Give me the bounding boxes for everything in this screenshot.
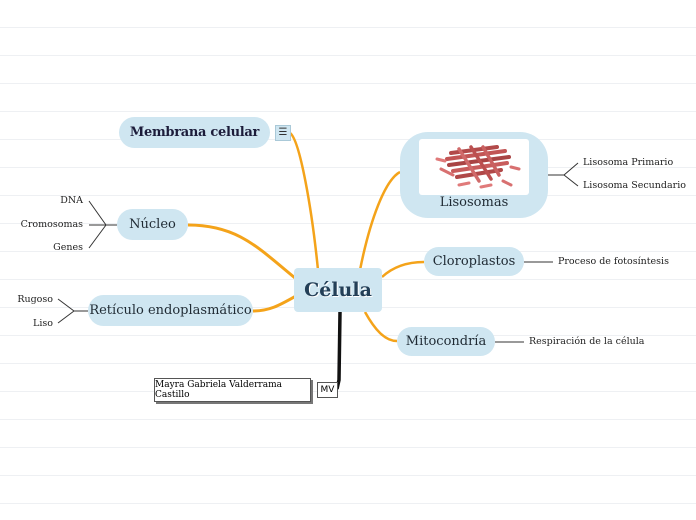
topic-reticulo-label: Retículo endoplasmático (89, 303, 252, 318)
leaf-rugoso[interactable]: Rugoso (17, 294, 53, 305)
topic-cloroplastos-label: Cloroplastos (432, 254, 516, 269)
author-initials-badge[interactable]: MV (317, 382, 338, 398)
topic-mitocondria[interactable]: Mitocondría (397, 327, 495, 356)
topic-nucleo-label: Núcleo (129, 217, 176, 232)
author-box[interactable]: Mayra Gabriela Valderrama Castillo (154, 378, 311, 402)
topic-lisosomas[interactable]: Lisosomas (400, 132, 548, 218)
leaf-respiracion[interactable]: Respiración de la célula (529, 336, 645, 347)
leaf-dna[interactable]: DNA (60, 195, 83, 206)
leaf-liso[interactable]: Liso (33, 318, 53, 329)
topic-cloroplastos[interactable]: Cloroplastos (424, 247, 524, 276)
leaf-genes[interactable]: Genes (53, 242, 83, 253)
connector-author (335, 311, 342, 390)
connector-cloroplastos (381, 260, 425, 278)
connector-nucleo (187, 223, 301, 284)
author-name: Mayra Gabriela Valderrama Castillo (155, 380, 282, 400)
leaf-lisosoma-primario[interactable]: Lisosoma Primario (583, 157, 674, 168)
central-topic-label: Célula (304, 279, 372, 301)
topic-mitocondria-label: Mitocondría (405, 334, 487, 349)
note-icon[interactable]: ☰ (275, 125, 291, 141)
topic-reticulo[interactable]: Retículo endoplasmático (88, 295, 253, 326)
lysosome-image (419, 139, 529, 195)
connector-reticulo (252, 294, 297, 313)
connector-mitocondria (363, 311, 398, 343)
connector-lisosomas (358, 170, 401, 271)
topic-membrana[interactable]: Membrana celular (119, 117, 270, 148)
topic-lisosomas-label: Lisosomas (439, 195, 509, 210)
leaf-cromosomas[interactable]: Cromosomas (20, 219, 83, 230)
topic-nucleo[interactable]: Núcleo (117, 209, 188, 240)
topic-membrana-label: Membrana celular (129, 125, 260, 140)
leaf-lisosoma-secundario[interactable]: Lisosoma Secundario (583, 180, 686, 191)
leaf-fotosintesis[interactable]: Proceso de fotosíntesis (558, 256, 669, 267)
central-topic[interactable]: Célula (294, 268, 382, 312)
connector-membrana (289, 131, 320, 271)
author-initials: MV (320, 385, 335, 395)
